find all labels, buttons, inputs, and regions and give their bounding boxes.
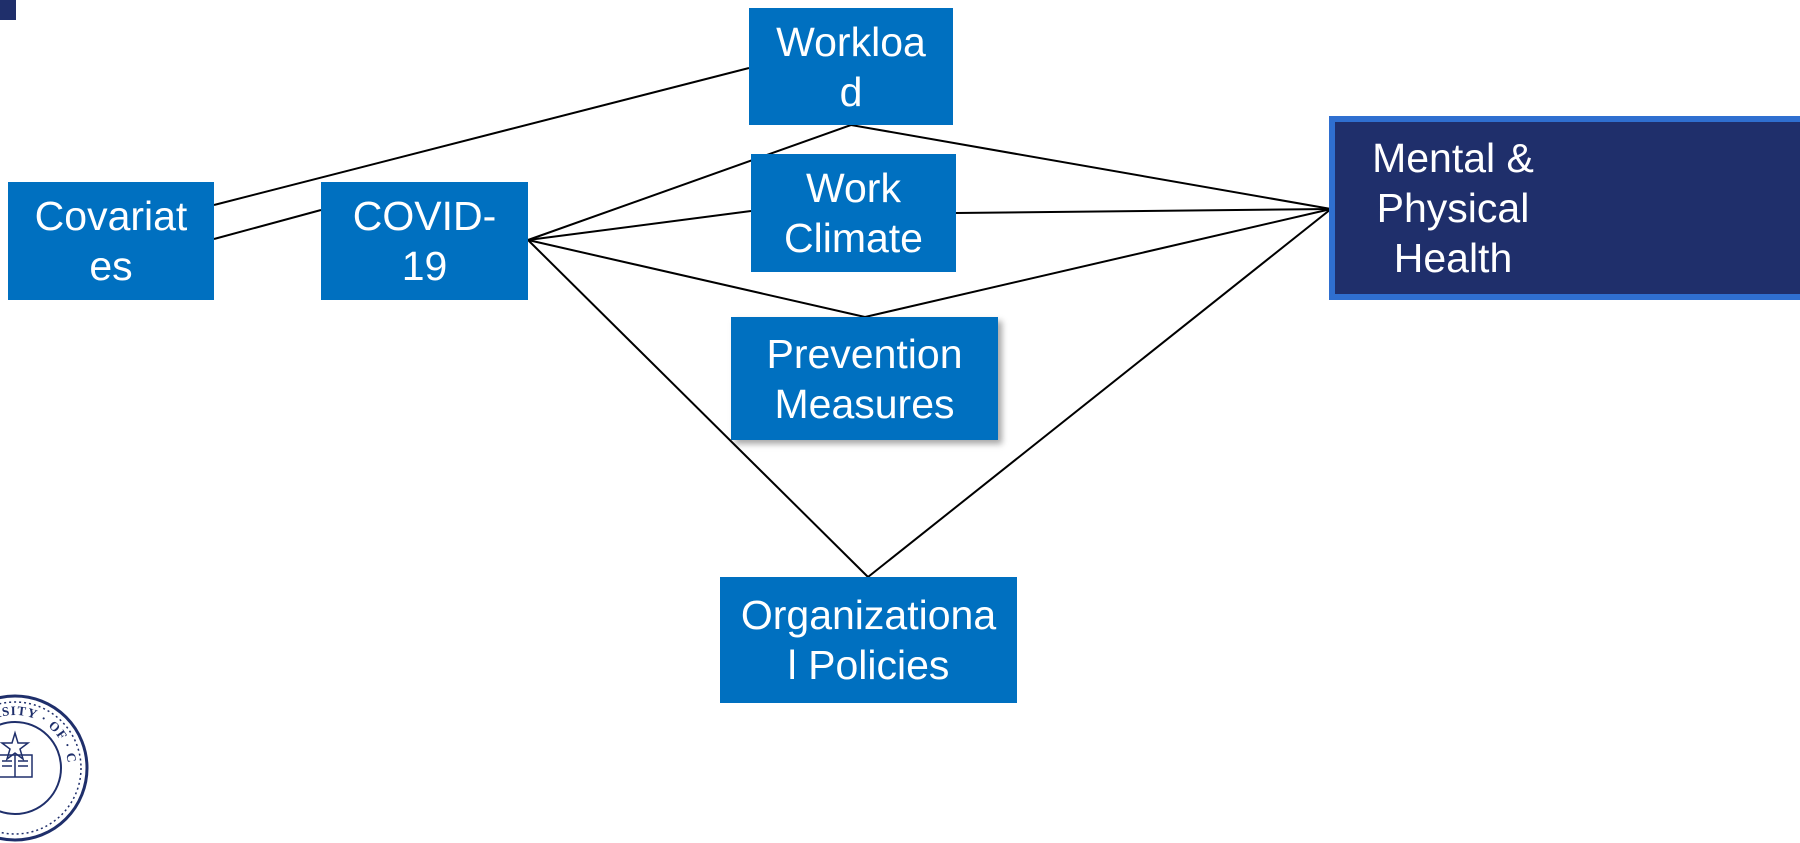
node-covariates: Covariat es (8, 182, 214, 300)
node-work-climate-label: Work Climate (784, 165, 923, 261)
edge-covariates-workload (213, 67, 750, 206)
edge-covid-prevention (527, 239, 866, 318)
node-workload: Workloa d (749, 8, 953, 125)
node-work-climate: Work Climate (751, 154, 956, 272)
node-prevention-measures: Prevention Measures (731, 317, 998, 440)
node-prevention-measures-label: Prevention Measures (766, 330, 963, 427)
edge-workload-health (850, 124, 1332, 210)
node-workload-label: Workloa d (776, 18, 926, 115)
connector-lines (213, 67, 1332, 578)
edge-work-climate-health (955, 208, 1332, 214)
node-organizational-policies: Organizationa l Policies (720, 577, 1017, 703)
edge-covid-work-climate (527, 210, 752, 241)
node-covariates-label: Covariat es (34, 193, 188, 289)
node-mental-physical-health: Mental & Physical Health (1329, 116, 1800, 300)
edge-covid-org-policies (527, 239, 869, 578)
corner-accent-bar (0, 0, 16, 20)
node-covid-19-label: COVID- 19 (352, 193, 497, 289)
edge-covid-workload (527, 124, 852, 241)
edge-prevention-health (864, 208, 1332, 318)
edge-covariates-covid (213, 209, 322, 240)
edge-org-policies-health (867, 208, 1332, 578)
node-organizational-policies-label: Organizationa l Policies (740, 592, 997, 688)
university-seal-logo: UNIVERSITY · OF · CALI (0, 693, 89, 842)
node-mental-physical-health-label: Mental & Physical Health (1372, 135, 1534, 281)
node-covid-19: COVID- 19 (321, 182, 528, 300)
